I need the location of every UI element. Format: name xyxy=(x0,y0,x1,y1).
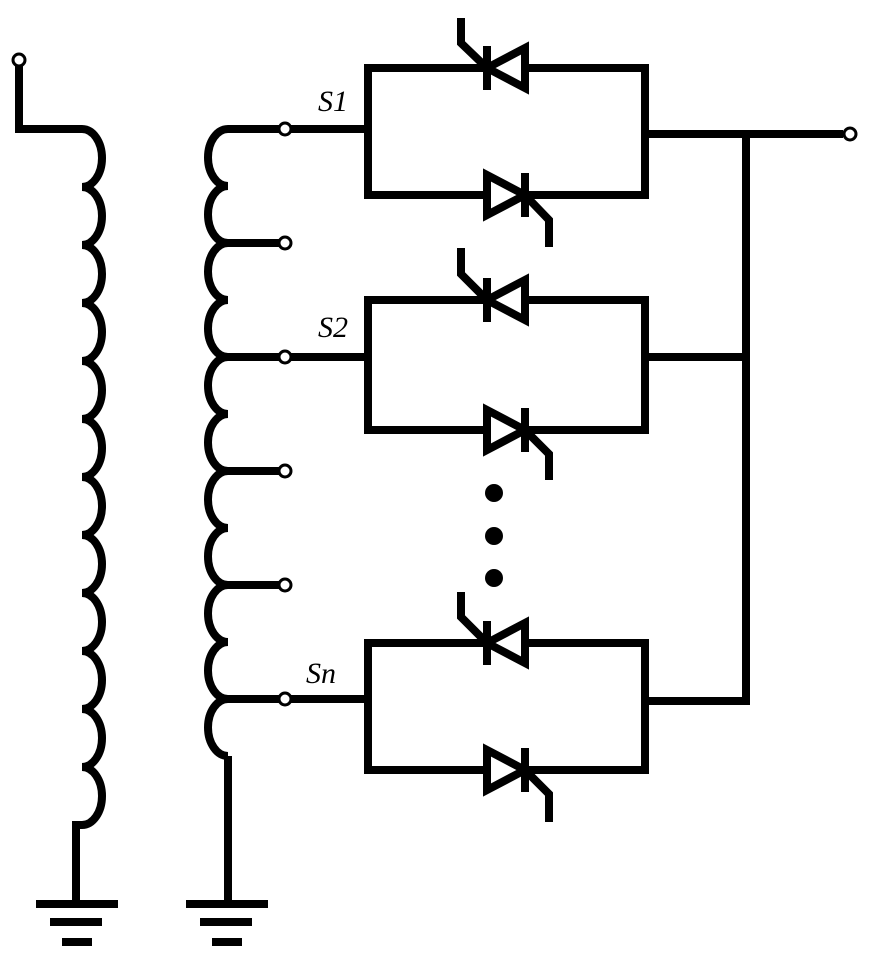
continuation-dots xyxy=(485,484,503,587)
thyristor-triangle xyxy=(483,403,534,457)
primary-ground-wire xyxy=(72,821,82,902)
thyristor-triangle xyxy=(478,616,529,670)
ground-symbol-secondary xyxy=(186,900,268,946)
tap-label-sn: Sn xyxy=(306,657,336,690)
output-bus xyxy=(645,126,858,705)
thyristor-top xyxy=(457,18,529,95)
primary-coil xyxy=(81,125,106,829)
secondary-coil xyxy=(204,125,229,760)
thyristor-gate xyxy=(457,18,490,71)
tap-terminal[interactable] xyxy=(277,235,293,251)
switch-frame xyxy=(364,639,649,774)
thyristor-bottom xyxy=(483,168,553,247)
thyristor-top xyxy=(457,248,529,327)
tap-terminal[interactable] xyxy=(277,463,293,479)
ellipsis-dot xyxy=(485,484,503,502)
thyristor-gate xyxy=(522,427,553,480)
tap-label-s1: S1 xyxy=(318,85,348,118)
tap-label-s2: S2 xyxy=(318,311,348,344)
thyristor-gate xyxy=(522,767,553,822)
thyristor-triangle xyxy=(478,41,529,95)
thyristor-triangle xyxy=(483,743,534,797)
tap-terminal[interactable] xyxy=(277,349,293,365)
thyristor-triangle xyxy=(483,168,534,222)
primary-input-terminal[interactable] xyxy=(11,52,27,68)
ellipsis-dot xyxy=(485,569,503,587)
thyristor-switch-s1 xyxy=(364,18,649,247)
ground-symbol-primary xyxy=(36,900,118,946)
thyristor-gate xyxy=(457,592,490,646)
thyristor-bottom xyxy=(483,403,553,480)
tap-terminal[interactable] xyxy=(277,577,293,593)
thyristor-gate xyxy=(457,248,490,303)
thyristor-bottom xyxy=(483,743,553,822)
thyristor-triangle xyxy=(478,273,529,327)
tap-terminal[interactable] xyxy=(277,691,293,707)
thyristor-top xyxy=(457,592,529,670)
primary-winding xyxy=(11,52,106,902)
output-terminal[interactable] xyxy=(842,126,858,142)
switch-frame xyxy=(364,64,649,199)
ellipsis-dot xyxy=(485,527,503,545)
thyristor-switch-sn xyxy=(364,592,649,822)
primary-lead-wire xyxy=(15,66,82,133)
thyristor-gate xyxy=(522,192,553,247)
thyristor-switch-s2 xyxy=(364,248,649,480)
switch-frame xyxy=(364,296,649,434)
tap-terminal[interactable] xyxy=(277,121,293,137)
secondary-winding xyxy=(204,121,368,902)
